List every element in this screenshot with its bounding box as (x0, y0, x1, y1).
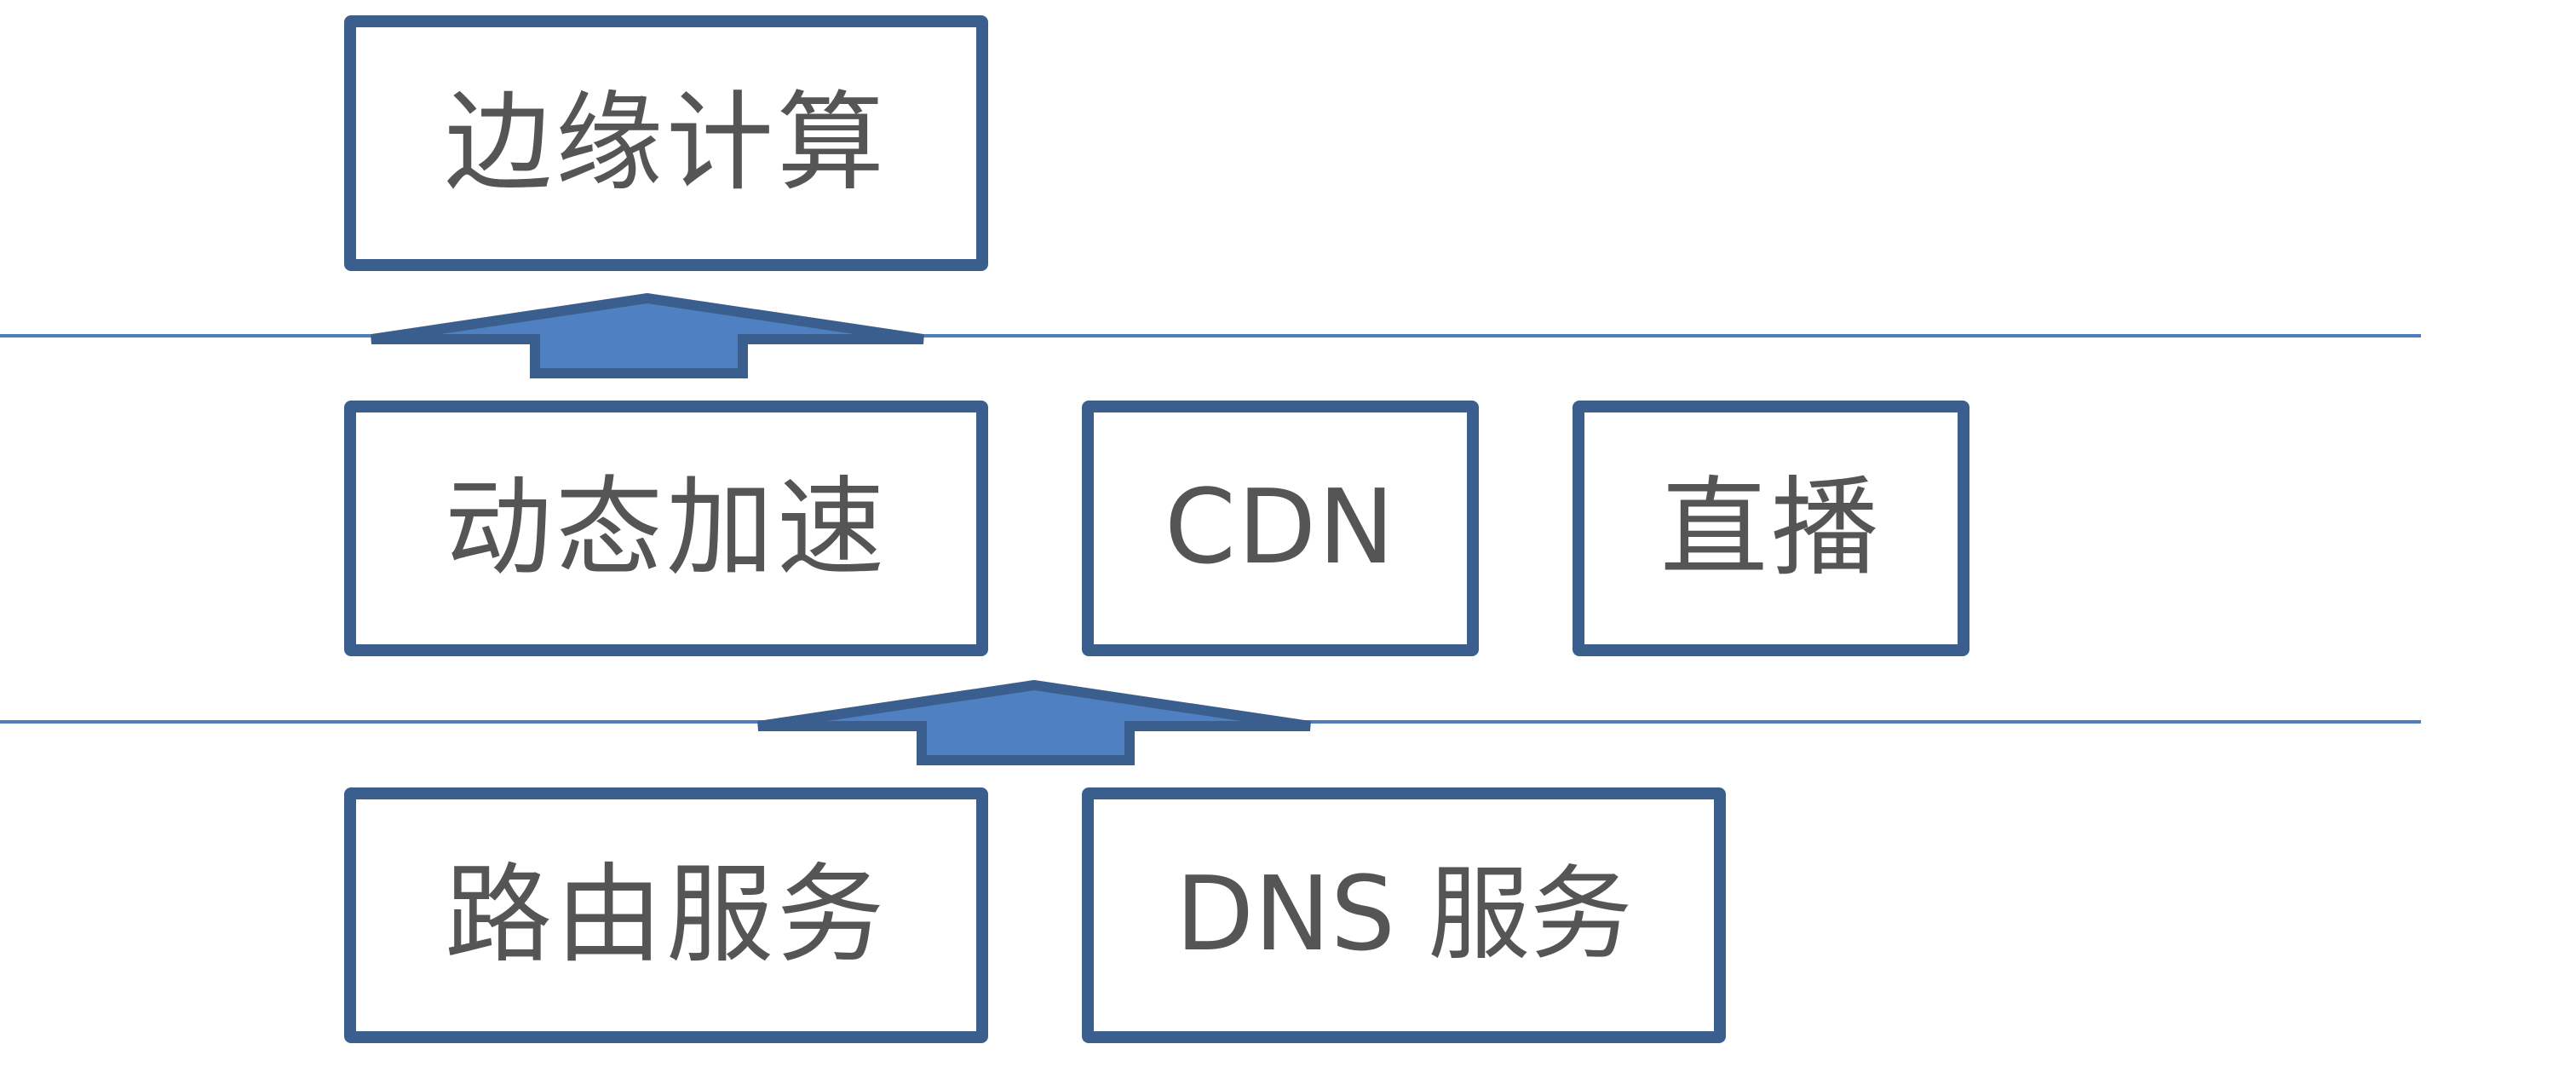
cdn-label: CDN (1164, 469, 1396, 587)
dns-service-box: DNS 服务 (1082, 787, 1726, 1043)
dns-service-label-suffix: 服务 (1428, 856, 1633, 974)
dns-service-label: DNS 服务 (1176, 864, 1633, 966)
cdn-box: CDN (1082, 401, 1479, 656)
routing-service-box: 路由服务 (344, 787, 988, 1043)
up-arrow-icon (757, 679, 1311, 765)
layer-divider-upper (0, 334, 2421, 337)
up-arrow-icon (371, 292, 924, 378)
dns-service-label-prefix: DNS (1175, 856, 1396, 974)
routing-service-label: 路由服务 (445, 852, 888, 978)
dynamic-acceleration-box: 动态加速 (344, 401, 988, 656)
live-streaming-label: 直播 (1660, 465, 1882, 591)
edge-computing-box: 边缘计算 (344, 15, 988, 271)
live-streaming-box: 直播 (1573, 401, 1969, 656)
edge-computing-label: 边缘计算 (445, 80, 888, 205)
dynamic-acceleration-label: 动态加速 (445, 465, 888, 591)
